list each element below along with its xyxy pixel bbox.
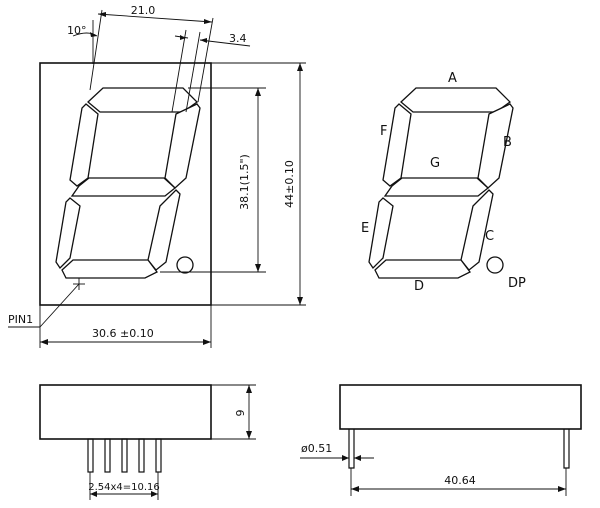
dim-total-height: 44±0.10 [283, 160, 296, 208]
pin1-label: PIN1 [8, 313, 33, 326]
segment-label-g: G [430, 156, 440, 171]
dim-width-top: 21.0 [131, 4, 156, 17]
segment-label-a: A [448, 71, 457, 86]
dim-angle: 10° [67, 24, 87, 37]
seven-segment-digit-front [55, 87, 201, 279]
dim-pin-diameter: ø0.51 [301, 442, 332, 455]
dim-digit-height: 38.1(1.5") [238, 154, 251, 210]
end-body-outline [339, 384, 582, 430]
segment-label-c: C [485, 229, 494, 244]
segment-label-dp: DP [508, 276, 526, 291]
segment-label-f: F [380, 124, 387, 139]
seven-segment-digit-labeled [368, 87, 514, 279]
dim-segment-width: 3.4 [229, 32, 247, 45]
dim-body-height: 9 [234, 410, 247, 417]
dim-pin-pitch: 2.54x4=10.16 [88, 482, 160, 493]
side-view: 9 2.54x4=10.16 [39, 384, 256, 500]
dim-row-spacing: 40.64 [444, 474, 476, 487]
front-view: 21.0 10° 3.4 38.1(1.5") 44±0.10 [8, 4, 306, 348]
segment-label-e: E [361, 221, 369, 236]
side-pins [87, 438, 162, 473]
segment-label-b: B [503, 135, 512, 150]
segment-label-view [368, 87, 514, 279]
end-pins [348, 429, 570, 469]
decimal-point-front [176, 256, 194, 274]
decimal-point-labeled [486, 256, 504, 274]
dim-total-width: 30.6 ±0.10 [92, 327, 154, 340]
side-body-outline [39, 384, 212, 440]
display-body-outline [39, 62, 212, 306]
segment-label-d: D [414, 279, 424, 294]
end-view: ø0.51 40.64 [300, 384, 582, 496]
